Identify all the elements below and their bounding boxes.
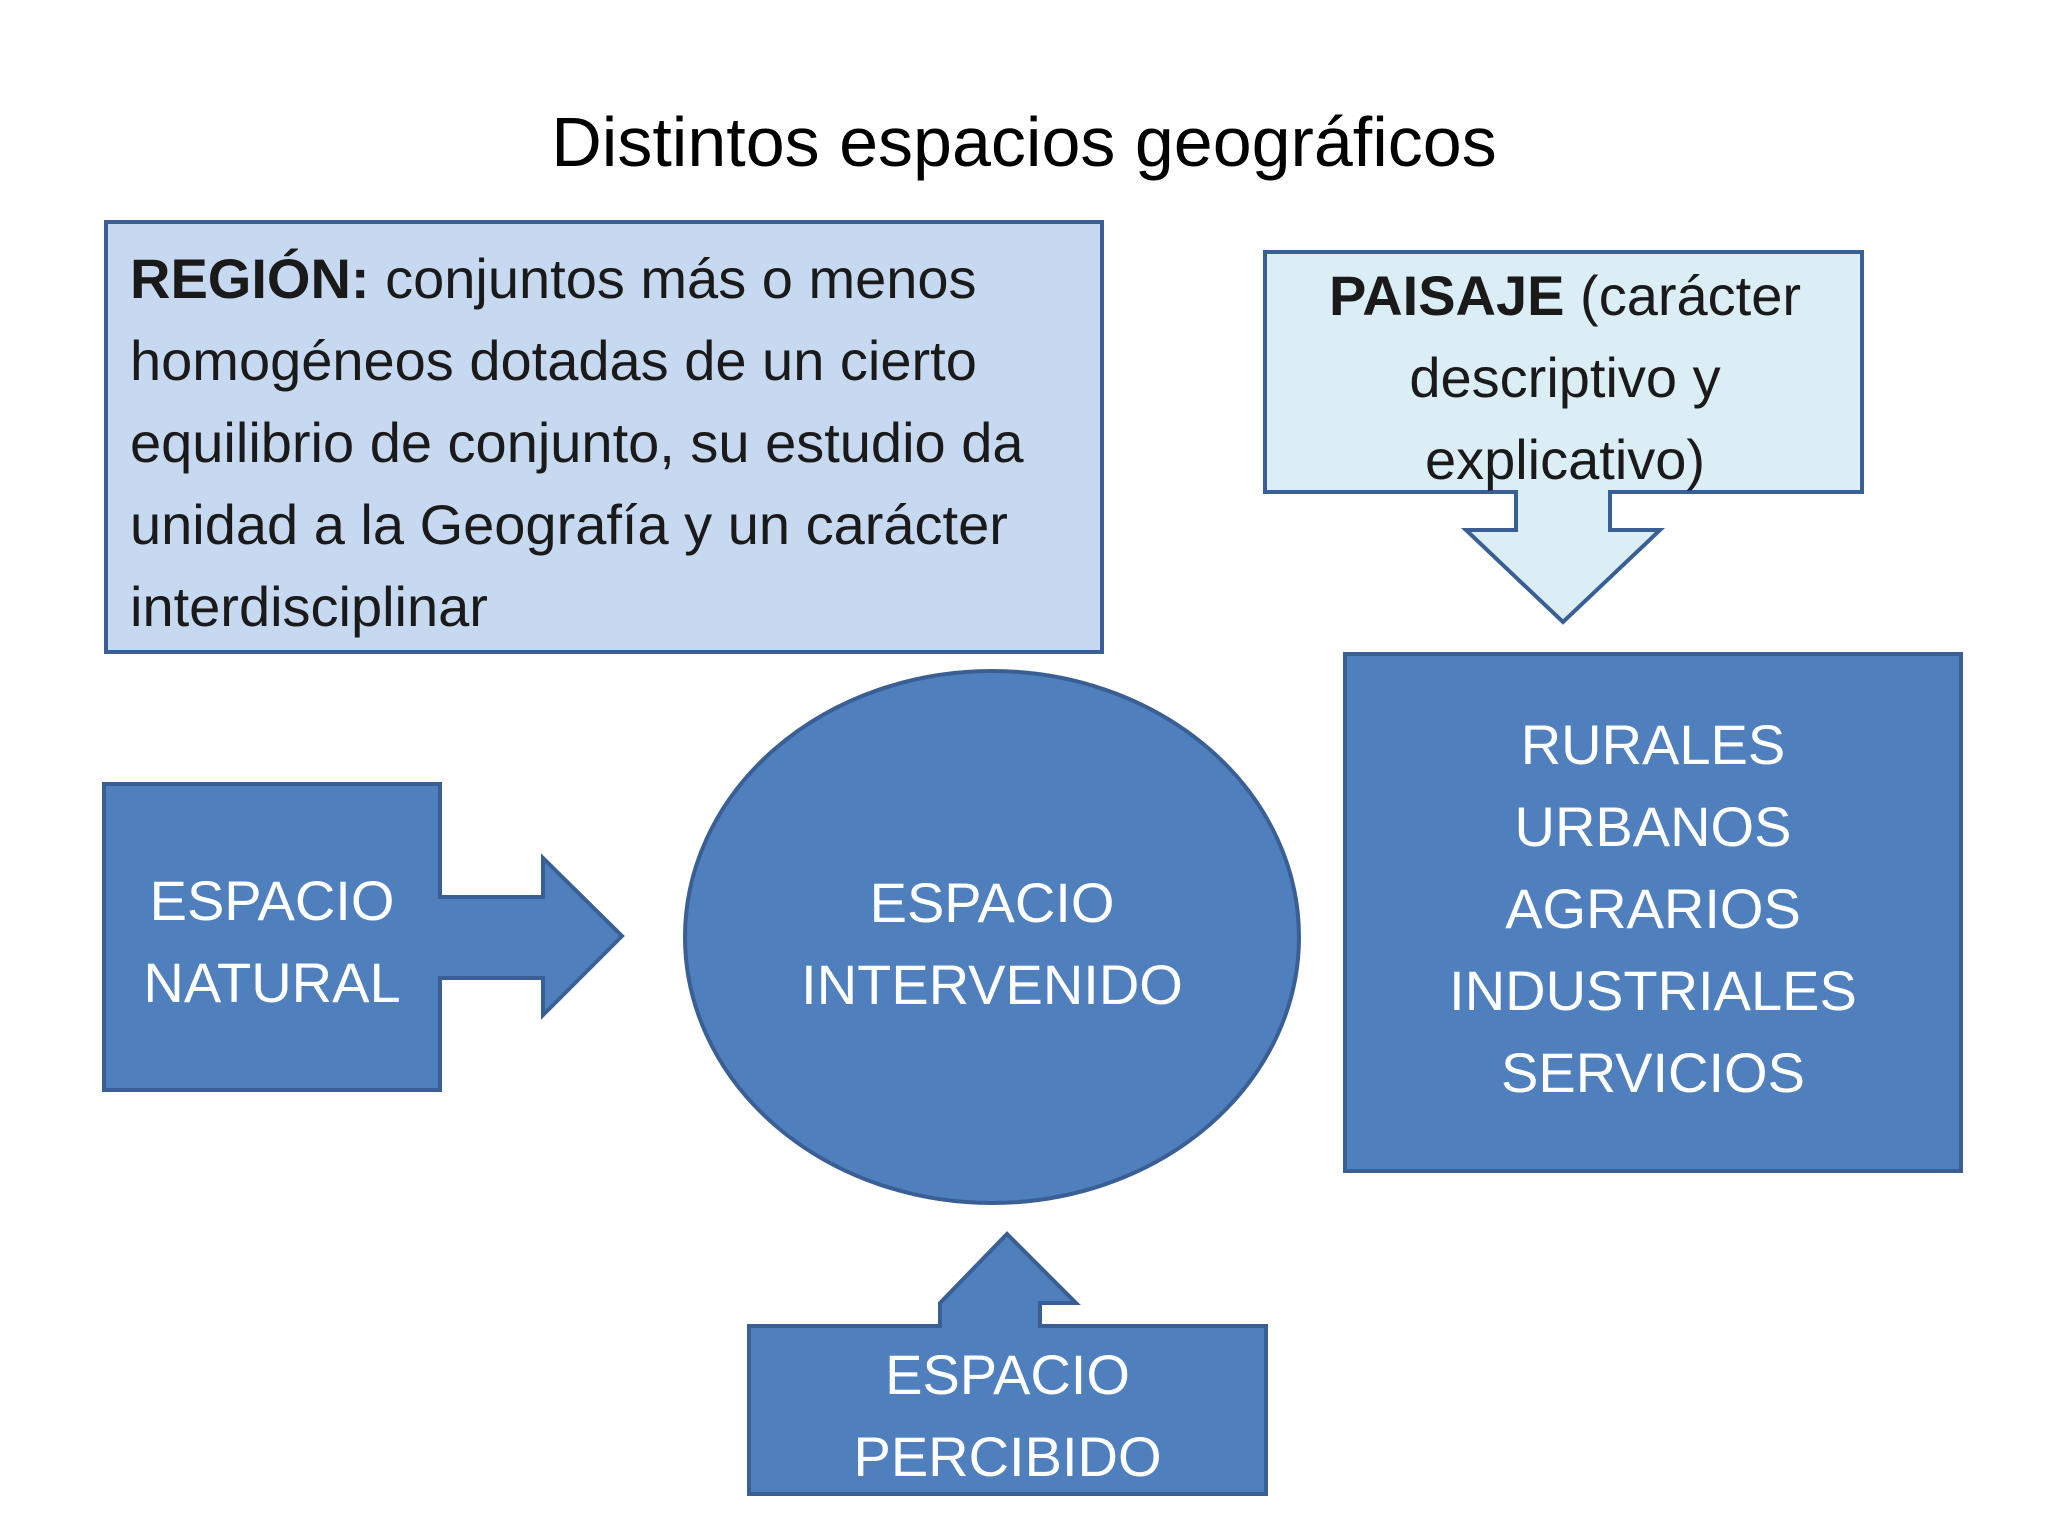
espacio-percibido-line1: ESPACIO [885, 1343, 1130, 1406]
space-type-item: INDUSTRIALES [1449, 959, 1857, 1022]
espacio-intervenido-label: ESPACIO INTERVENIDO [742, 862, 1242, 1026]
espacio-intervenido-line2: INTERVENIDO [801, 953, 1183, 1016]
space-type-item: AGRARIOS [1505, 877, 1801, 940]
page-title: Distintos espacios geográficos [551, 103, 1497, 181]
espacio-natural-line1: ESPACIO [149, 869, 395, 932]
paisaje-term: PAISAJE [1329, 264, 1565, 327]
espacio-percibido-label: ESPACIO PERCIBIDO [749, 1334, 1266, 1498]
space-type-item: URBANOS [1514, 795, 1792, 858]
region-description: conjuntos más o menos homogéneos dotadas… [130, 247, 1024, 638]
espacio-percibido-shape [747, 1231, 1268, 1496]
space-type-item: RURALES [1520, 713, 1786, 776]
espacio-percibido-line2: PERCIBIDO [853, 1425, 1162, 1488]
region-box-shape [104, 220, 1104, 654]
space-type-item: SERVICIOS [1501, 1041, 1805, 1104]
region-definition: REGIÓN: conjuntos más o menos homogéneos… [104, 220, 1104, 654]
paisaje-callout-shape [1263, 250, 1864, 625]
espacio-natural-shape [102, 782, 625, 1092]
espacio-natural-label: ESPACIO NATURAL [104, 860, 440, 1024]
region-term: REGIÓN: [130, 247, 370, 310]
space-types-shape [1343, 652, 1963, 1173]
espacio-intervenido-line1: ESPACIO [869, 871, 1115, 934]
paisaje-definition: PAISAJE (carácter descriptivo y explicat… [1265, 255, 1865, 501]
espacio-natural-line2: NATURAL [143, 951, 401, 1014]
space-types-list: RURALES URBANOS AGRARIOS INDUSTRIALES SE… [1345, 704, 1961, 1114]
espacio-intervenido-shape [683, 669, 1301, 1205]
paisaje-description: (carácter descriptivo y explicativo) [1409, 264, 1801, 491]
